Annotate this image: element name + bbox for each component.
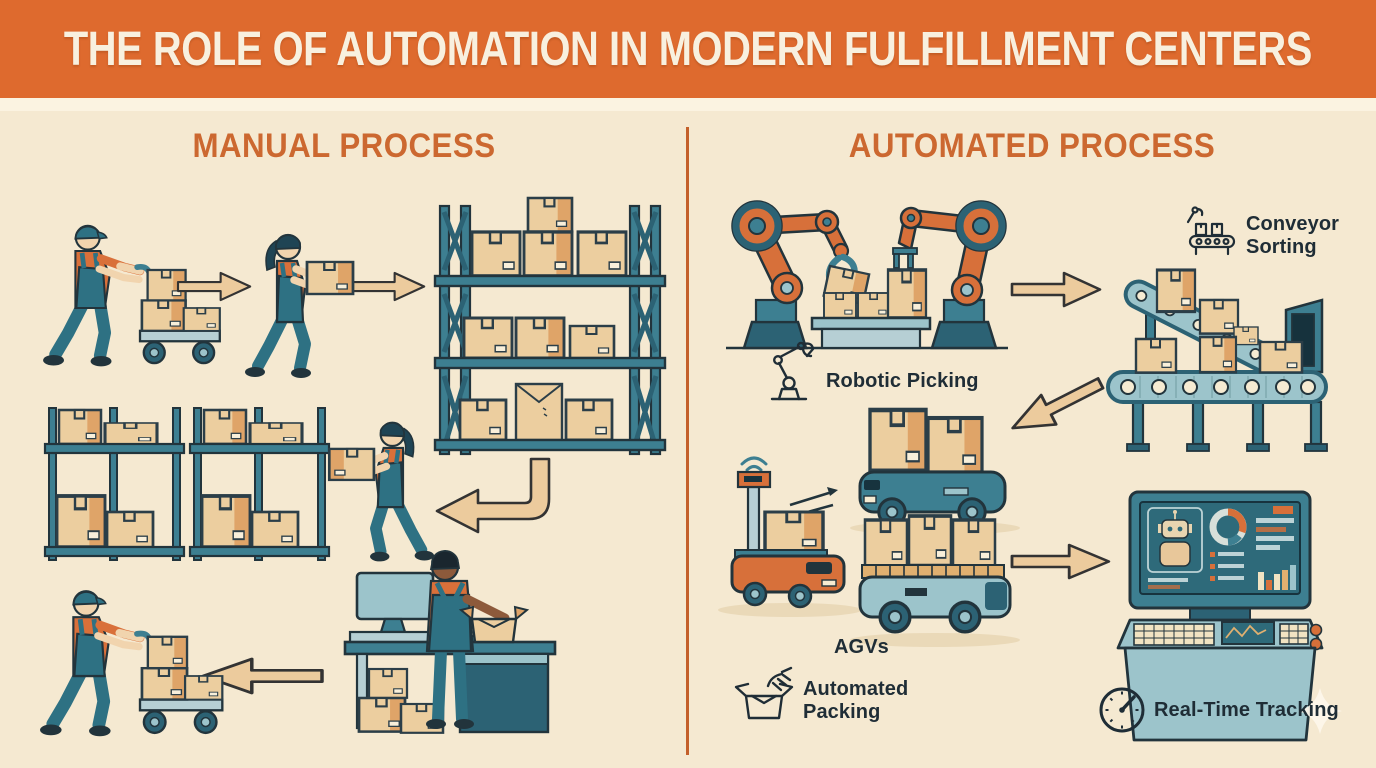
conveyor-illustration — [1106, 268, 1328, 452]
header-banner: THE ROLE OF AUTOMATION IN MODERN FULFILL… — [0, 0, 1376, 98]
small-shelf-unit — [190, 408, 329, 560]
sparkle-icon — [1298, 688, 1342, 734]
worker-pushing-cart — [43, 226, 220, 367]
tall-shelf-rack — [433, 196, 667, 456]
open-box-hand-icon — [734, 666, 794, 720]
flow-arrow — [350, 271, 426, 302]
packing-station — [343, 550, 557, 735]
automated-process-heading: AUTOMATED PROCESS — [848, 127, 1216, 165]
packing-worker — [425, 550, 510, 729]
dashboard-stat-lines — [1148, 506, 1294, 589]
flow-arrow — [176, 271, 252, 302]
console-keypad — [1279, 623, 1309, 645]
real-time-tracking-label: Real-Time Tracking — [1154, 699, 1339, 721]
dashboard-robot-avatar — [1147, 507, 1203, 573]
robot-arm-icon — [770, 341, 815, 401]
automated-panel-illustration — [718, 200, 1342, 742]
agv-cluster-illustration — [718, 410, 1020, 647]
gauge-icon — [1099, 687, 1145, 733]
section-divider — [686, 127, 689, 755]
worker-pushing-cart — [40, 591, 222, 736]
dashboard-donut-chart — [1209, 508, 1247, 546]
open-box — [514, 382, 564, 442]
open-box — [458, 605, 530, 644]
flow-arrow — [1010, 543, 1111, 580]
flow-arrow — [1010, 271, 1102, 308]
automated-packing-label: Automated Packing — [803, 678, 909, 723]
mini-conveyor-icon — [1186, 206, 1236, 256]
robotic-picking-label: Robotic Picking — [826, 370, 979, 392]
robotic-arms-illustration — [726, 200, 1008, 350]
manual-process-heading: MANUAL PROCESS — [192, 127, 496, 165]
header-underline-strip — [0, 98, 1376, 111]
worker-carrying-box — [329, 423, 434, 562]
dashboard-bar-chart — [1258, 565, 1296, 590]
page-title: THE ROLE OF AUTOMATION IN MODERN FULFILL… — [63, 22, 1313, 76]
flow-arrow — [1003, 367, 1110, 445]
agvs-label: AGVs — [834, 636, 889, 658]
console-keyboard — [1133, 623, 1215, 646]
conveyor-sorting-label: Conveyor Sorting — [1246, 213, 1340, 258]
worker-carrying-box — [245, 235, 353, 378]
curved-flow-arrow — [435, 457, 551, 534]
tracking-console-illustration — [1116, 490, 1324, 742]
small-shelf-unit — [45, 408, 184, 560]
manual-panel-illustration — [40, 196, 667, 736]
